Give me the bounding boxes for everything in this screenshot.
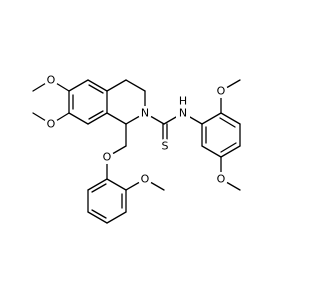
atom-nh: H N <box>176 95 190 120</box>
atom-label: N <box>141 107 149 120</box>
bond <box>68 79 89 92</box>
bond <box>106 112 127 125</box>
bond <box>87 211 108 224</box>
bond <box>87 112 108 125</box>
atom-o-7-methoxy: O <box>44 117 58 131</box>
atom-o-guaiacol: O <box>138 172 152 186</box>
bond-inner <box>91 183 107 193</box>
atom-o-bottom-right: O <box>214 172 228 186</box>
bond <box>106 211 127 224</box>
atom-label-h: H <box>179 95 187 108</box>
structure-canvas: O O O O N S H N O <box>32 73 241 224</box>
bond-inner <box>88 110 104 120</box>
bond-inner <box>88 84 104 94</box>
bond <box>68 112 89 125</box>
atom-label: O <box>217 85 226 98</box>
bond <box>87 79 108 92</box>
atom-o-6-methoxy: O <box>44 73 58 87</box>
atom-label: O <box>141 173 150 186</box>
atom-label: O <box>217 173 226 186</box>
bond <box>87 178 108 191</box>
bond <box>106 178 127 191</box>
atom-label-n: N <box>179 107 187 120</box>
bond-inner <box>91 209 107 219</box>
atom-thione-s: S <box>158 139 172 153</box>
atom-label: S <box>162 140 169 153</box>
atom-o-ether: O <box>100 150 114 164</box>
atom-label: O <box>103 151 112 164</box>
bond-inner <box>220 142 237 153</box>
atom-label: O <box>47 74 56 87</box>
bond <box>220 145 241 158</box>
bond-layer <box>32 79 241 224</box>
atom-o-top-right: O <box>214 84 228 98</box>
bond <box>125 79 146 92</box>
atom-label-layer: O O O O N S H N O <box>44 73 228 186</box>
atom-label: O <box>47 118 56 131</box>
bond <box>201 145 222 158</box>
bond <box>201 112 222 125</box>
bond-inner <box>219 117 236 128</box>
atom-ring-n: N <box>138 106 152 120</box>
bond <box>220 112 241 125</box>
bond <box>106 79 127 92</box>
molecule-diagram: O O O O N S H N O <box>32 73 241 224</box>
